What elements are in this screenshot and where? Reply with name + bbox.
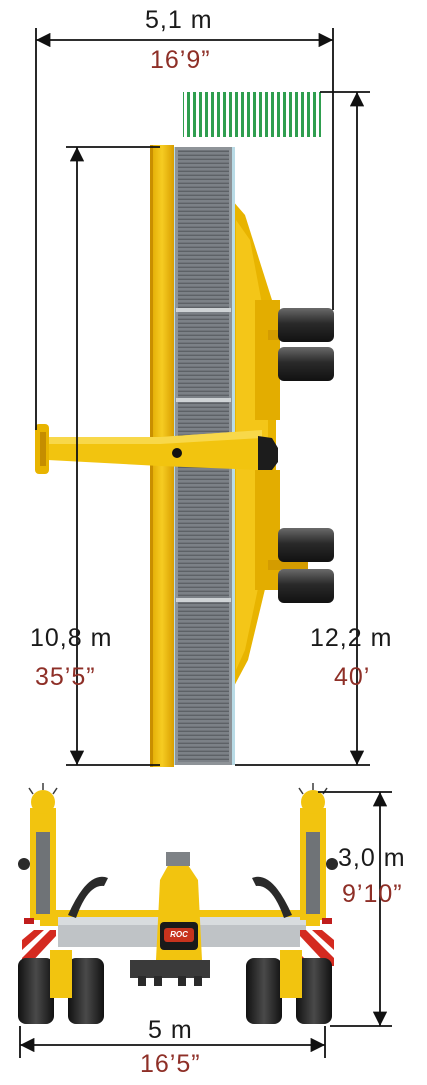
brand-logo: ROC — [170, 930, 188, 939]
grass-strip — [183, 92, 321, 137]
rear-wheels — [18, 950, 332, 1024]
height-metric: 3,0 m — [338, 844, 406, 872]
top-view — [35, 92, 334, 767]
height-imperial: 9’10” — [342, 880, 403, 908]
length-total-metric: 12,2 m — [310, 624, 393, 652]
width-top-imperial: 16’9” — [150, 46, 211, 74]
length-body-imperial: 35’5” — [35, 663, 96, 691]
top-wheels — [278, 308, 334, 603]
width-rear-imperial: 16’5” — [140, 1050, 201, 1078]
dimension-lines — [19, 28, 392, 1058]
drawbar — [35, 424, 278, 474]
length-total-imperial: 40’ — [334, 663, 371, 691]
rear-view — [18, 783, 338, 1024]
width-rear-metric: 5 m — [148, 1016, 193, 1044]
length-body-metric: 10,8 m — [30, 624, 113, 652]
width-top-metric: 5,1 m — [145, 6, 213, 34]
